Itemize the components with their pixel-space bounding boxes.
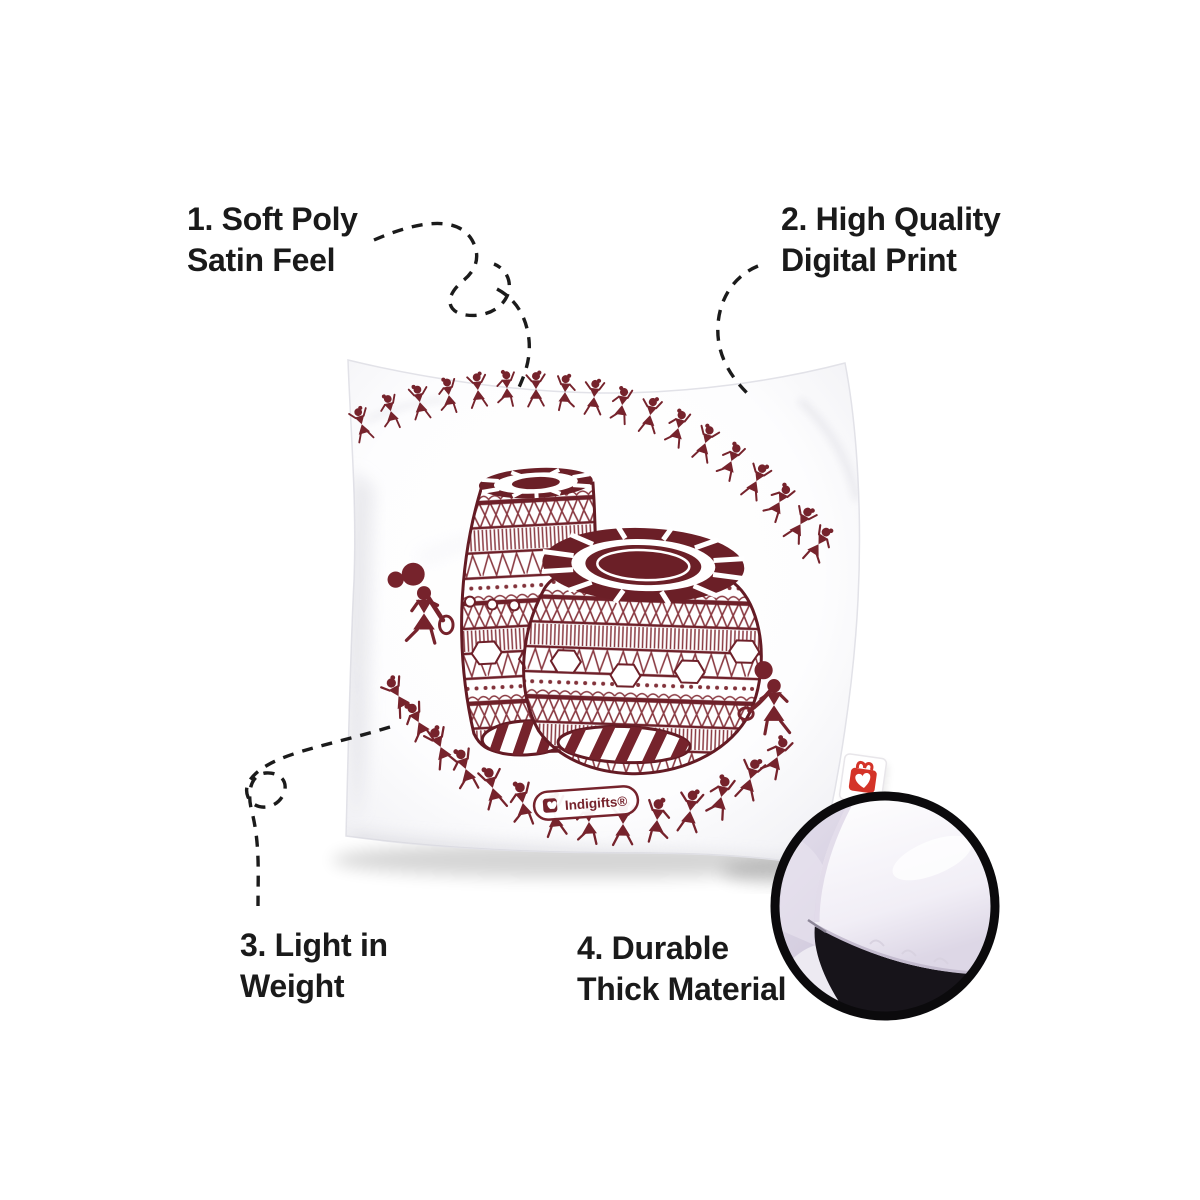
- left-drum-foot-stripes: [484, 718, 572, 758]
- left-horn-player-figure: [387, 562, 455, 645]
- brand-stamp: Indigifts®: [532, 785, 640, 821]
- material-closeup-inset: [770, 791, 1000, 1021]
- callout-line-2: [716, 264, 759, 396]
- inset-border-circle: [770, 791, 1000, 1021]
- right-drum-foot-stripes: [557, 724, 691, 765]
- cushion: Indigifts®: [345, 359, 889, 867]
- callout-line-1: [373, 221, 532, 393]
- callout-lines: [244, 221, 759, 907]
- callout-line-3: [244, 725, 391, 907]
- feature-label-soft-poly: 1. Soft Poly Satin Feel: [187, 201, 358, 278]
- right-horn-player-figure: [737, 661, 792, 736]
- warli-print: Indigifts®: [346, 368, 840, 847]
- feature-label-digital-print: 2. High Quality Digital Print: [781, 201, 1001, 278]
- gift-icon: [542, 798, 558, 813]
- right-drum-ties: [549, 639, 761, 688]
- feature-label-durable-material: 4. Durable Thick Material: [577, 930, 787, 1007]
- feature-label-light-weight: 3. Light in Weight: [240, 927, 388, 1004]
- svg-text:Indigifts®: Indigifts®: [564, 794, 627, 813]
- right-drum-illustration: [522, 524, 763, 776]
